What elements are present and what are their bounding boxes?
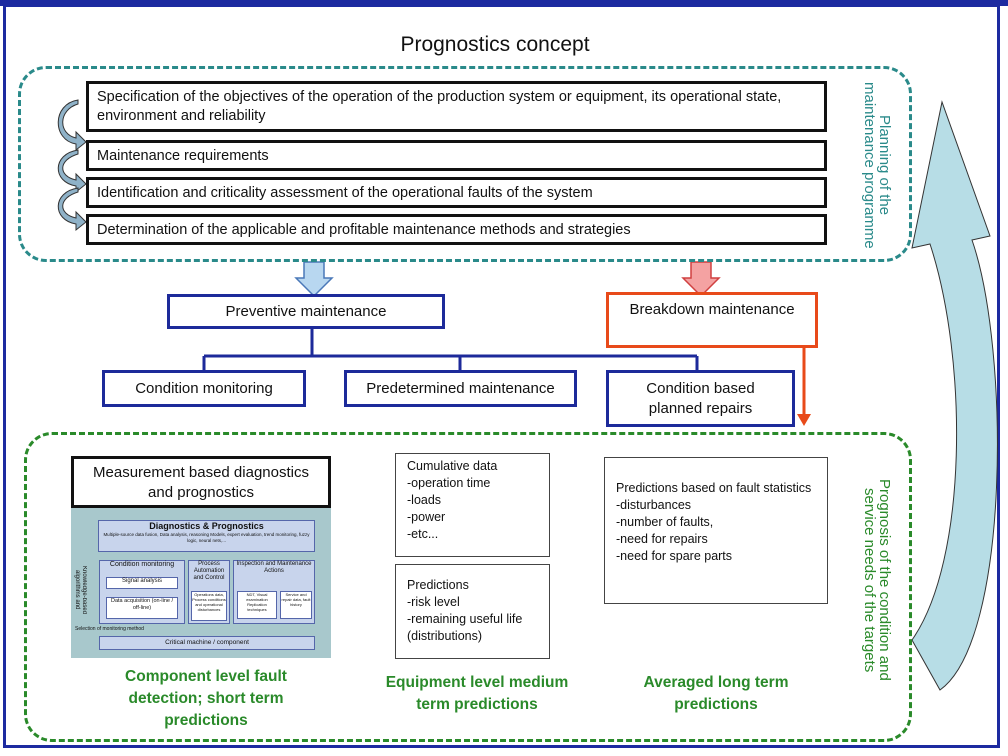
planning-step-1: Specification of the objectives of the o… xyxy=(86,81,827,132)
preventive-down-arrow xyxy=(294,261,334,298)
fault-stats-line: -number of faults, xyxy=(616,515,714,529)
cumulative-line: -etc... xyxy=(407,527,439,541)
equipment-caption: Equipment level medium term predictions xyxy=(385,674,569,713)
operations-data-box: Operations data, Process conditions and … xyxy=(191,591,227,621)
knowledge-label: Knowledge-based algorithms and expertise xyxy=(74,565,87,615)
predetermined-maintenance-box: Predetermined maintenance xyxy=(344,370,577,407)
fault-stats-line: Predictions based on fault statistics xyxy=(616,481,812,495)
service-box: Service and repair data, fault history xyxy=(280,591,312,619)
preventive-maintenance-box: Preventive maintenance xyxy=(167,294,445,329)
planning-step-3: Identification and criticality assessmen… xyxy=(86,177,827,208)
tree-connectors xyxy=(202,328,699,371)
cumulative-line: -loads xyxy=(407,493,442,507)
ndt-box: NDT, Visual examination Replication tech… xyxy=(237,591,277,619)
process-label: Process Automation and Control xyxy=(193,561,225,581)
cm-box: Condition monitoring Signal analysis Dat… xyxy=(99,560,185,624)
measurement-box: Measurement based diagnostics and progno… xyxy=(71,456,331,508)
cycle-arrows xyxy=(57,99,87,232)
diagnostics-subtitle: Multiple-source data fusion, Data analys… xyxy=(103,532,310,543)
breakdown-maintenance-box: Breakdown maintenance xyxy=(606,292,818,348)
fault-stats-line: -disturbances xyxy=(616,498,692,512)
cumulative-line: Cumulative data xyxy=(407,459,498,473)
data-acquisition-box: Data acquisition (on-line / off-line) xyxy=(106,597,178,619)
averaged-caption: Averaged long term predictions xyxy=(643,674,789,713)
diagnostics-title: Diagnostics & Prognostics xyxy=(149,521,264,531)
inspection-label: Inspection and Maintenance Actions xyxy=(236,561,312,574)
predictions-line: Predictions xyxy=(407,578,469,592)
fault-stats-line: -need for spare parts xyxy=(616,549,733,563)
cm-label: Condition monitoring xyxy=(109,561,175,568)
breakdown-down-arrow xyxy=(681,261,721,298)
signal-analysis-box: Signal analysis xyxy=(106,577,178,589)
cumulative-line: -power xyxy=(407,510,446,524)
slide-frame xyxy=(3,4,1000,748)
cumulative-line: -operation time xyxy=(407,476,491,490)
predictions-line: -remaining useful life xyxy=(407,612,523,626)
selection-label: Selection of monitoring method xyxy=(75,626,144,632)
planning-region xyxy=(18,66,912,262)
planning-side-label: Planning of the maintenance programme xyxy=(861,81,893,249)
fault-statistics-box: Predictions based on fault statistics -d… xyxy=(604,457,828,604)
frame-top-bar xyxy=(0,0,1008,6)
prognosis-region xyxy=(24,432,912,742)
critical-box: Critical machine / component xyxy=(99,636,315,650)
return-arrow xyxy=(911,100,998,691)
predictions-box: Predictions -risk level -remaining usefu… xyxy=(395,564,550,659)
cumulative-data-box: Cumulative data -operation time -loads -… xyxy=(395,453,550,557)
diagnostics-figure: Diagnostics & Prognostics Multiple-sourc… xyxy=(71,508,331,658)
diagnostics-header-box: Diagnostics & Prognostics Multiple-sourc… xyxy=(98,520,315,552)
prognosis-side-label: Prognosis of the condition and service n… xyxy=(861,479,893,681)
planning-step-4: Determination of the applicable and prof… xyxy=(86,214,827,245)
fault-stats-line: -need for repairs xyxy=(616,532,708,546)
condition-monitoring-box: Condition monitoring xyxy=(102,370,306,407)
planning-step-2: Maintenance requirements xyxy=(86,140,827,171)
component-caption: Component level fault detection; short t… xyxy=(125,668,287,729)
predictions-line: (distributions) xyxy=(407,629,483,643)
predictions-line: -risk level xyxy=(407,595,460,609)
condition-based-repairs-box: Condition based planned repairs xyxy=(606,370,795,427)
inspection-box: Inspection and Maintenance Actions NDT, … xyxy=(233,560,315,624)
process-box: Process Automation and Control Operation… xyxy=(188,560,230,624)
page-title: Prognostics concept xyxy=(400,33,590,56)
